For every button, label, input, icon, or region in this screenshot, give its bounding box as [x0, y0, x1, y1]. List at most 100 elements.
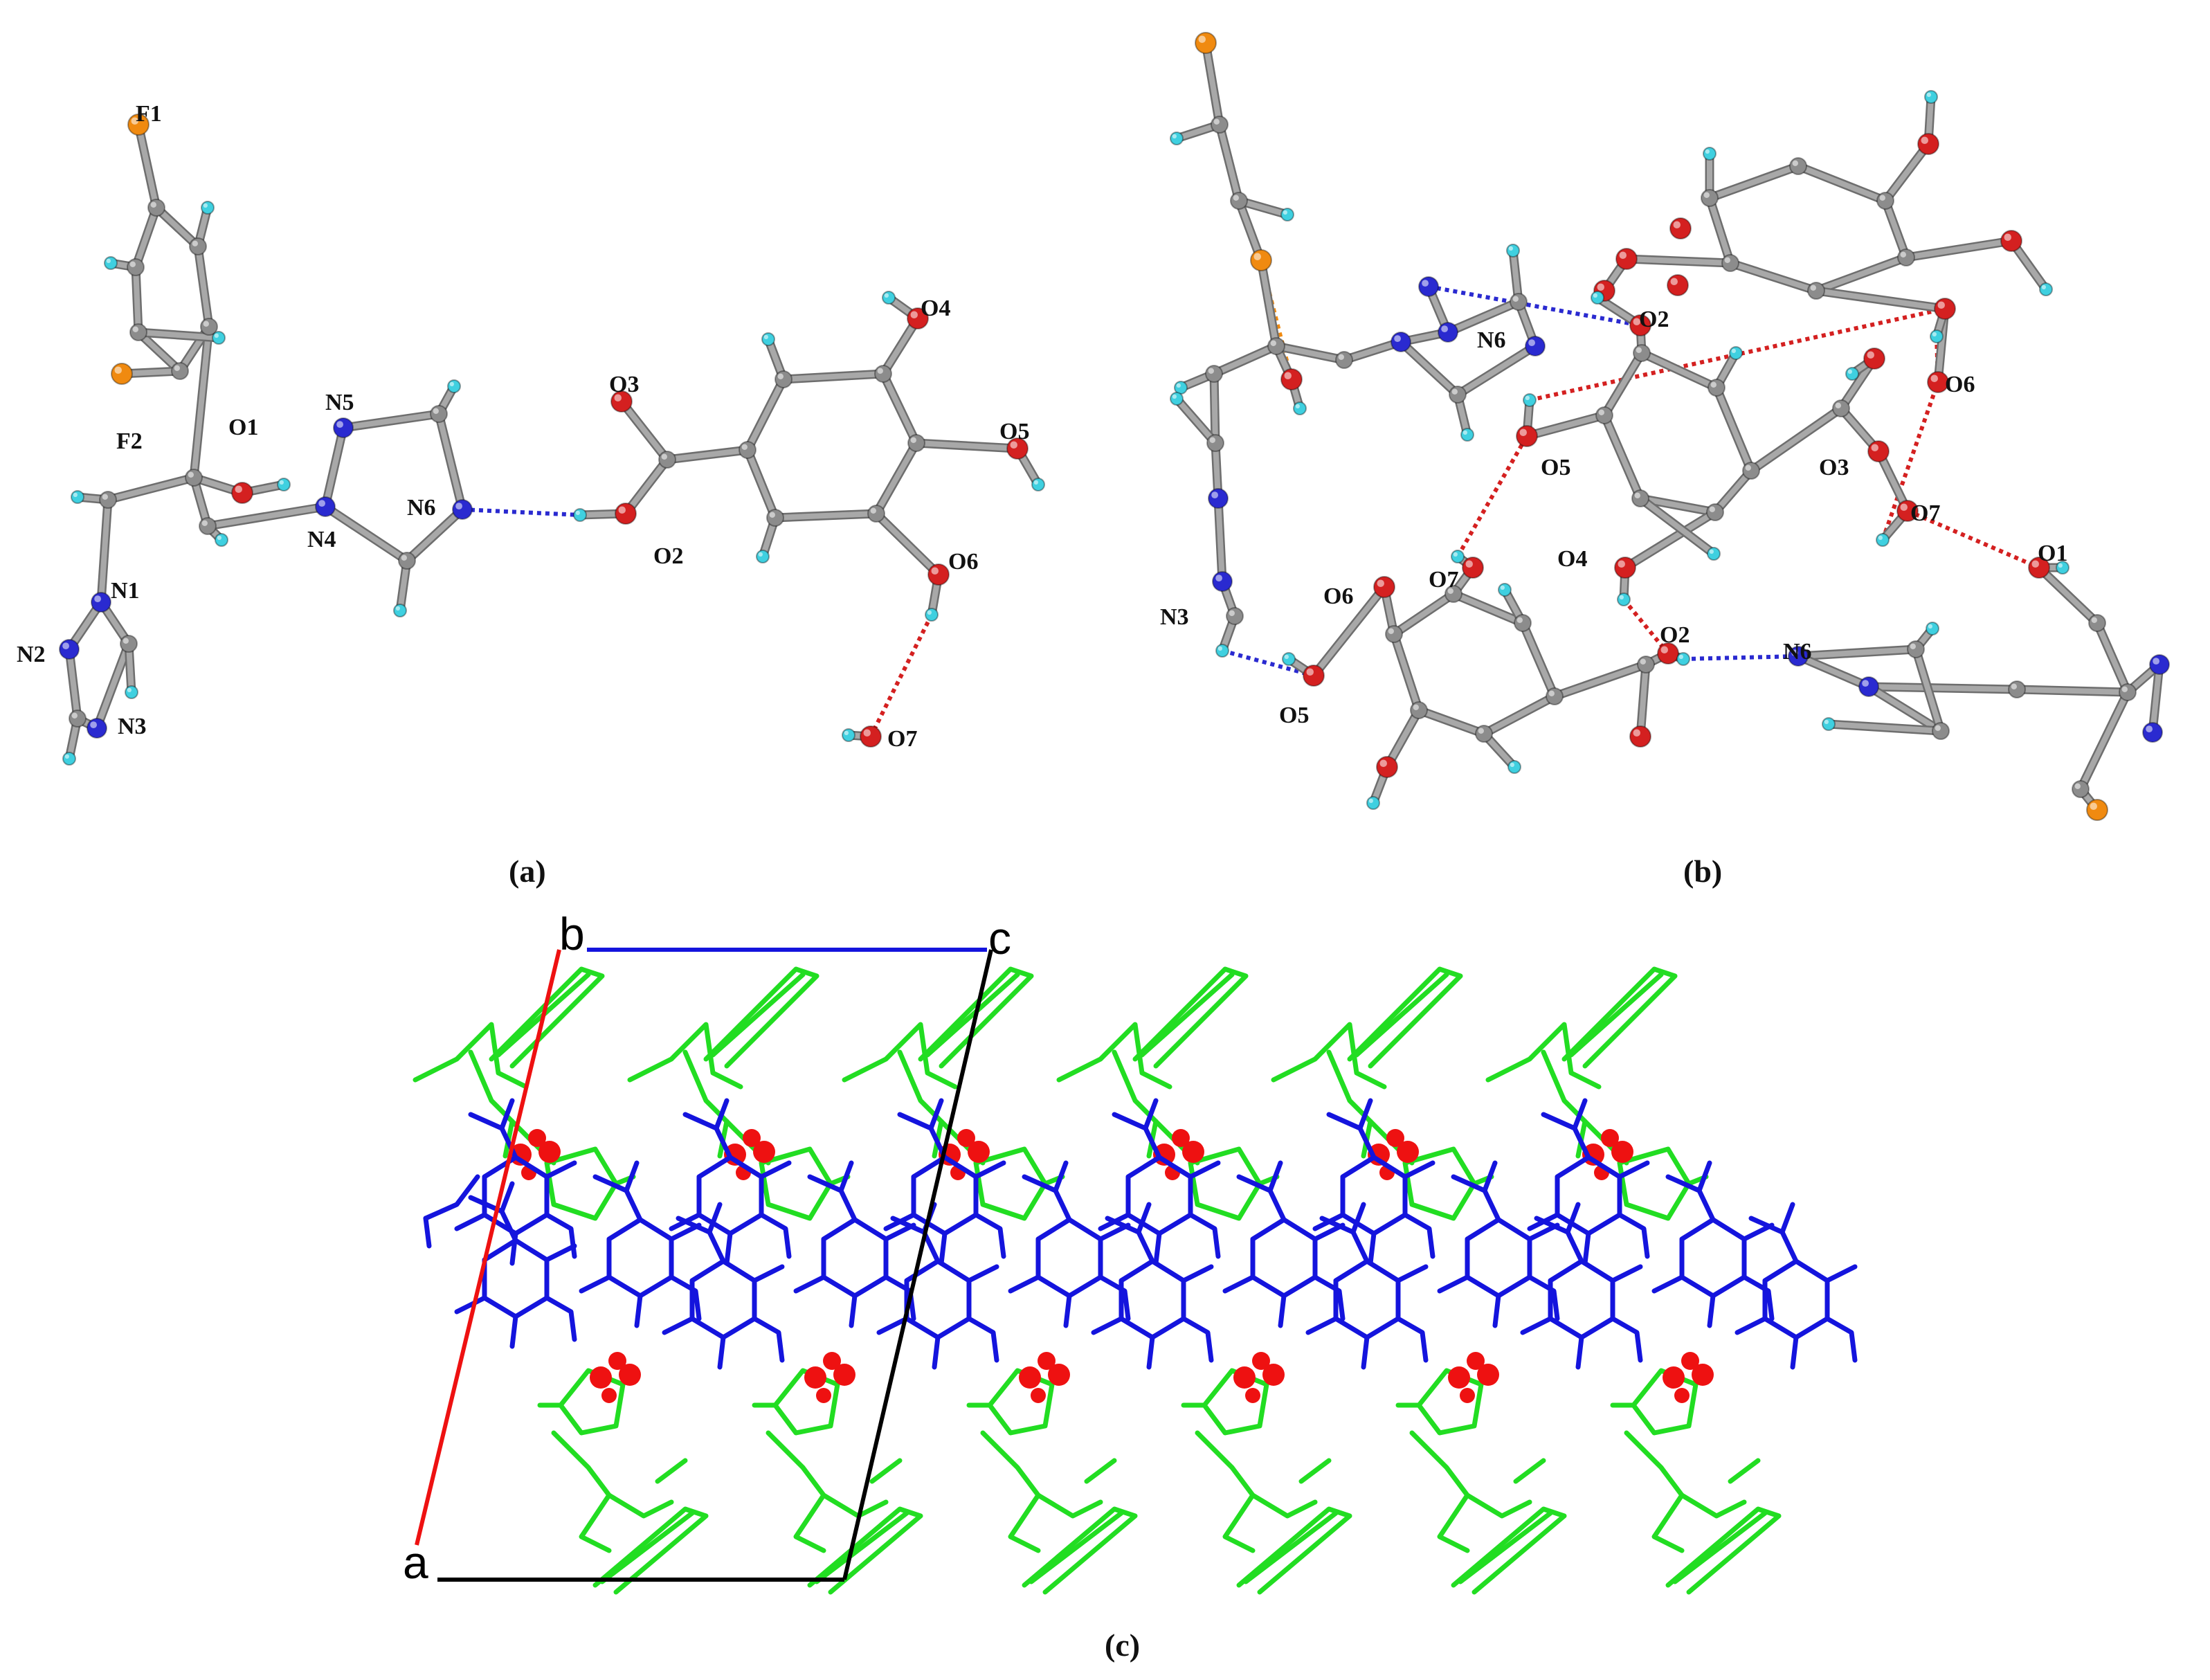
b-atom-nitrogen	[2149, 654, 2170, 675]
b-atom-oxygen	[1280, 368, 1303, 390]
b-bond	[1707, 163, 1801, 201]
water-oxygen	[590, 1366, 612, 1389]
b-bond	[1913, 647, 1944, 734]
label-a-O1: O1	[228, 415, 258, 440]
b-atom-highlight	[1709, 506, 1715, 512]
a-atom-highlight	[129, 261, 136, 267]
blue-hydroxyl-stick	[1617, 1212, 1650, 1259]
blue-hydroxyl-stick	[1824, 1264, 1858, 1283]
b-bond	[1714, 385, 1754, 473]
blue-hydroxyl-stick	[1188, 1212, 1221, 1259]
a-atom-highlight	[131, 117, 138, 125]
blue-carboxyl-stick	[1357, 1098, 1373, 1131]
water-hydrogen	[1245, 1388, 1260, 1403]
b-bond	[1795, 163, 1888, 204]
green-backbone-stick	[980, 1430, 1103, 1519]
b-atom-highlight	[1229, 610, 1235, 616]
a-bond	[772, 511, 879, 521]
a-atom-highlight	[336, 421, 343, 428]
a-atom-carbon	[120, 635, 138, 653]
b-bond	[1622, 509, 1718, 570]
water-hydrogen	[1172, 1129, 1190, 1147]
b-atom-highlight	[1862, 680, 1869, 687]
b-atom-oxygen	[2000, 230, 2022, 252]
a-atom-highlight	[123, 638, 129, 644]
green-backbone-stick	[1271, 1022, 1387, 1090]
b-atom-carbon	[1706, 503, 1724, 521]
b-atom-nitrogen	[1208, 488, 1229, 509]
blue-hydroxyl-stick	[662, 1316, 695, 1335]
green-backbone-stick	[579, 1492, 612, 1553]
b-bond	[1602, 350, 1645, 418]
b-atom-carbon	[1211, 116, 1229, 134]
b-atom-hydrogen	[1280, 208, 1294, 222]
a-atom-highlight	[870, 507, 877, 514]
blue-hydroxyl-stick	[1008, 1274, 1041, 1294]
b-atom-highlight	[1172, 134, 1177, 139]
a-bond	[873, 440, 919, 516]
green-fluorophenyl-stick	[1029, 1510, 1124, 1584]
blue-carboxyl-stick	[1572, 1098, 1588, 1131]
b-bond	[1813, 255, 1909, 293]
a-atom-highlight	[106, 258, 111, 263]
b-atom-carbon	[1546, 687, 1564, 705]
b-atom-highlight	[1633, 318, 1640, 325]
b-atom-highlight	[1394, 335, 1401, 342]
a-bond	[664, 447, 750, 462]
b-bond	[1236, 198, 1290, 217]
b-atom-fluorine	[1195, 32, 1217, 54]
b-atom-highlight	[2153, 658, 2160, 665]
green-fluorophenyl-stick	[710, 972, 806, 1058]
water-oxygen	[1663, 1366, 1685, 1389]
water-hydrogen	[608, 1352, 626, 1370]
green-fluorophenyl-stick	[814, 1510, 909, 1584]
b-atom-hydrogen	[1170, 132, 1184, 145]
b-bond	[1445, 299, 1521, 335]
blue-carboxyl-stick	[1696, 1160, 1712, 1193]
a-atom-highlight	[73, 492, 78, 497]
b-bond	[1624, 256, 1733, 266]
b-atom-oxygen	[1373, 576, 1395, 598]
blue-hydroxyl-stick	[876, 1316, 909, 1335]
b-hbond	[1622, 598, 1670, 655]
b-atom-highlight	[1703, 192, 1710, 198]
b-atom-highlight	[1640, 658, 1646, 665]
blue-hydroxyl-stick	[509, 1314, 518, 1349]
a-bond	[323, 504, 410, 563]
unit-cell-axis-a	[415, 949, 561, 1546]
b-atom-highlight	[1441, 325, 1449, 332]
a-atom-highlight	[1010, 441, 1017, 449]
water-hydrogen	[1252, 1352, 1270, 1370]
b-bond	[1211, 371, 1218, 446]
a-atom-highlight	[455, 503, 462, 509]
a-bond	[341, 411, 442, 431]
blue-hydroxyl-stick	[1610, 1264, 1643, 1283]
a-atom-nitrogen	[333, 417, 354, 438]
green-fluorophenyl-stick	[489, 966, 605, 1069]
blue-hydroxyl-stick	[1278, 1293, 1287, 1328]
a-bond	[191, 475, 210, 529]
b-bond	[1510, 248, 1521, 305]
blue-hydroxyl-stick	[1368, 1231, 1377, 1266]
b-atom-hydrogen	[1460, 428, 1474, 442]
b-atom-carbon	[1932, 722, 1950, 740]
b-atom-highlight	[2074, 783, 2081, 790]
a-atom-highlight	[127, 687, 132, 692]
blue-hydroxyl-stick	[1395, 1264, 1429, 1283]
blue-hydroxyl-stick	[1181, 1316, 1214, 1363]
water-hydrogen	[1460, 1388, 1475, 1403]
b-atom-highlight	[2041, 284, 2047, 289]
b-atom-highlight	[1213, 118, 1220, 125]
b-atom-oxygen	[1667, 274, 1689, 296]
a-atom-carbon	[907, 434, 925, 452]
b-atom-carbon	[1708, 379, 1726, 397]
b-atom-oxygen	[1863, 347, 1885, 370]
b-atom-highlight	[1176, 383, 1181, 388]
a-atom-hydrogen	[447, 379, 461, 393]
b-atom-fluorine	[2086, 799, 2108, 821]
blue-benzene-ring	[606, 1217, 674, 1299]
water-hydrogen	[1467, 1352, 1485, 1370]
blue-hydroxyl-stick	[973, 1160, 1006, 1180]
a-atom-hydrogen	[201, 201, 215, 215]
blue-carboxyl-stick	[499, 1181, 515, 1214]
